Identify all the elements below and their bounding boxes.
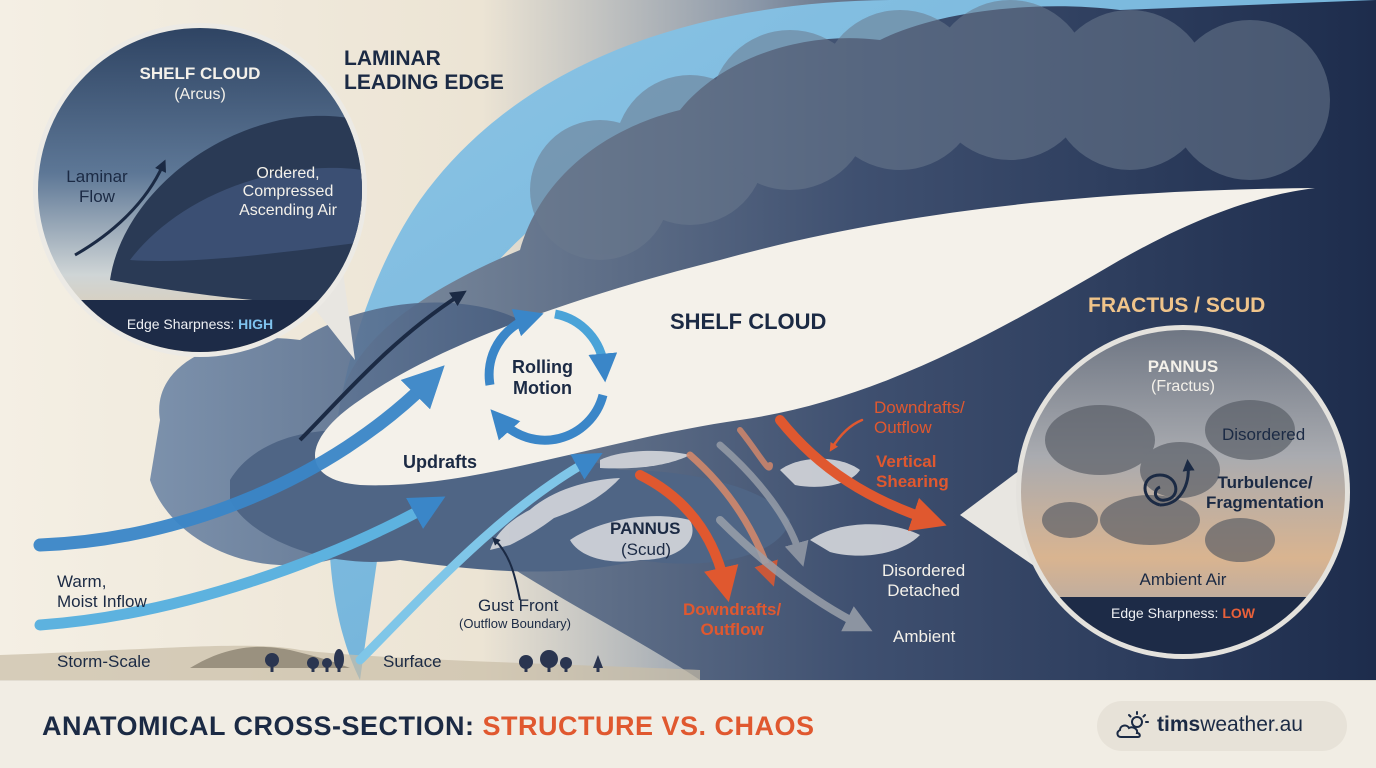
right-inset-subtitle: (Fractus) (1151, 378, 1215, 395)
left-inset-subtitle: (Arcus) (174, 86, 226, 103)
edge-sharpness-high: HIGH (238, 316, 274, 332)
turbulence-label: Turbulence/Fragmentation (1205, 473, 1325, 512)
storm-scale-label: Storm-Scale (57, 652, 151, 671)
right-inset (1016, 325, 1350, 659)
pannus-scud-sub: (Scud) (621, 540, 672, 559)
laminar-wedge (315, 188, 1315, 486)
brand-name: timsweather.au (1157, 713, 1303, 736)
ambient-label: Ambient (893, 627, 956, 646)
footer-title: ANATOMICAL CROSS-SECTION: STRUCTURE VS. … (42, 711, 815, 741)
updraft-arrows (33, 365, 603, 665)
disordered-inset-label: Disordered (1222, 425, 1306, 444)
scud-fragments (490, 450, 920, 562)
turbulence-swirl-icon (1143, 473, 1178, 507)
left-inset-title: SHELF CLOUD (139, 64, 261, 83)
edge-sharpness-low: LOW (1222, 605, 1255, 621)
sun-cloud-icon (1116, 711, 1149, 738)
fractus-heading: FRACTUS / SCUD (1088, 294, 1266, 317)
laminar-flow-arrow (74, 159, 167, 257)
downdrafts-upper-label: Downdrafts/Outflow (874, 398, 965, 437)
laminar-arrow (298, 290, 467, 442)
trees (265, 649, 603, 672)
downdrafts-lower-label: Downdrafts/Outflow (683, 600, 782, 639)
shelf-cloud-label: SHELF CLOUD (670, 309, 827, 334)
surface-label: Surface (383, 652, 442, 671)
updrafts-label: Updrafts (403, 452, 478, 472)
right-edge-sharpness: Edge Sharpness: LOW (1111, 605, 1255, 621)
gust-front-arrow (492, 537, 521, 601)
rolling-motion-icon (484, 308, 618, 445)
left-edge-sharpness: Edge Sharpness: HIGH (126, 316, 274, 332)
cloud-tops (530, 0, 1330, 260)
footer-bar: ANATOMICAL CROSS-SECTION: STRUCTURE VS. … (0, 680, 1376, 768)
brand-badge[interactable]: timsweather.au (1097, 701, 1347, 751)
ambient-air-label: Ambient Air (1139, 570, 1227, 589)
pannus-scud-label: PANNUS (610, 519, 681, 538)
right-inset-title: PANNUS (1147, 357, 1219, 376)
gust-front-sub: (Outflow Boundary) (459, 616, 571, 631)
warm-inflow-label: Warm,Moist Inflow (57, 572, 147, 611)
gust-front-label: Gust Front (478, 596, 559, 615)
downdraft-arrows (635, 415, 947, 632)
